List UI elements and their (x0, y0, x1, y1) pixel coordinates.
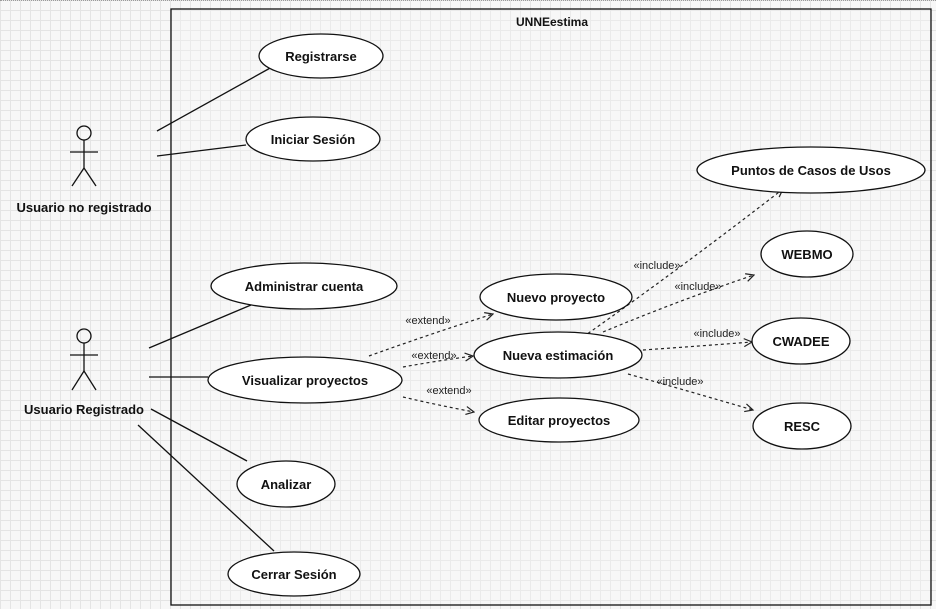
stereotype-include-label: «include» (674, 281, 721, 293)
use-case-label: Iniciar Sesión (271, 132, 356, 147)
actor-label: Usuario Registrado (24, 402, 144, 417)
use-case-label: Editar proyectos (508, 413, 611, 428)
actor-usuario-registrado[interactable]: Usuario Registrado (24, 328, 144, 417)
use-case-label: Nuevo proyecto (507, 290, 605, 305)
use-case-cerrar-sesion[interactable]: Cerrar Sesión (227, 551, 361, 597)
use-case-label: WEBMO (781, 247, 832, 262)
use-case-label: Nueva estimación (503, 348, 614, 363)
stereotype-include-label: «include» (693, 328, 740, 340)
top-dotted-border (0, 0, 936, 1)
include-arrow-puntos (582, 189, 783, 338)
system-title: UNNEestima (516, 15, 588, 29)
use-case-visualizar-proyectos[interactable]: Visualizar proyectos (207, 356, 403, 404)
use-case-nueva-estimacion[interactable]: Nueva estimación (473, 331, 643, 379)
use-case-label: Analizar (261, 477, 312, 492)
use-case-cwadee[interactable]: CWADEE (751, 317, 851, 365)
actor-usuario-no-registrado[interactable]: Usuario no registrado (16, 125, 152, 215)
use-case-nuevo-proyecto[interactable]: Nuevo proyecto (479, 273, 633, 321)
stereotype-extend-label: «extend» (411, 350, 456, 362)
use-case-label: RESC (784, 419, 821, 434)
use-case-puntos-de-casos-de-usos[interactable]: Puntos de Casos de Usos (696, 146, 926, 194)
stereotype-include-label: «include» (633, 260, 680, 272)
use-case-label: CWADEE (772, 334, 829, 349)
include-arrow-resc (627, 373, 753, 410)
stereotype-extend-label: «extend» (405, 315, 450, 327)
include-arrow-webmo (602, 275, 754, 333)
association-administrar-cuenta (148, 304, 252, 349)
use-case-iniciar-sesion[interactable]: Iniciar Sesión (245, 116, 381, 162)
use-case-label: Visualizar proyectos (242, 373, 368, 388)
dependencies (368, 189, 783, 412)
use-case-resc[interactable]: RESC (752, 402, 852, 450)
use-case-label: Puntos de Casos de Usos (731, 163, 891, 178)
stereotype-include-label: «include» (656, 376, 703, 388)
association-registrarse (156, 66, 273, 132)
use-case-label: Cerrar Sesión (251, 567, 336, 582)
associations (137, 66, 275, 552)
actor-label: Usuario no registrado (16, 200, 151, 215)
use-case-webmo[interactable]: WEBMO (760, 230, 854, 278)
stick-figure-icon (70, 328, 98, 391)
association-cerrar-sesion (137, 424, 275, 552)
stereotype-extend-label: «extend» (426, 385, 471, 397)
association-iniciar-sesion (156, 144, 247, 157)
include-arrow-cwadee (642, 342, 752, 351)
use-case-analizar[interactable]: Analizar (236, 460, 336, 508)
use-case-label: Administrar cuenta (245, 279, 364, 294)
use-case-editar-proyectos[interactable]: Editar proyectos (478, 397, 640, 443)
use-case-administrar-cuenta[interactable]: Administrar cuenta (210, 262, 398, 310)
use-case-registrarse[interactable]: Registrarse (258, 33, 384, 79)
extend-arrow-nueva-estimacion (402, 356, 473, 368)
association-analizar (150, 408, 248, 462)
extend-arrow-nuevo-proyecto (368, 314, 493, 357)
extend-arrow-editar-proyectos (402, 396, 474, 412)
use-case-label: Registrarse (285, 49, 357, 64)
stick-figure-icon (70, 125, 98, 187)
